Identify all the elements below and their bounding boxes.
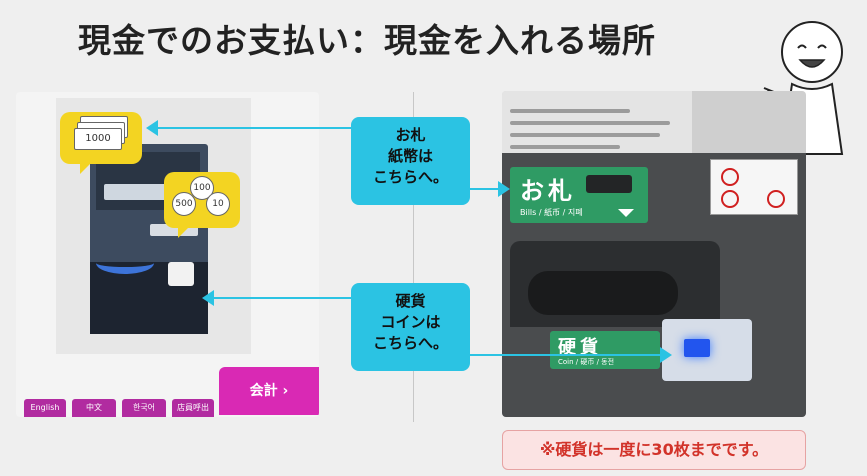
prohibited-icon xyxy=(721,168,739,186)
kiosk-coin-box xyxy=(168,262,194,286)
paper-line xyxy=(510,133,660,137)
arrow-left-icon xyxy=(202,290,214,306)
bills-callout: お札 紙幣は こちらへ。 xyxy=(351,117,470,205)
bills-label-text: お札 xyxy=(520,177,576,205)
kiosk-screen-panel: 1000 100 500 10 会計 › English 中文 한국어 店員呼出 xyxy=(16,92,319,417)
prohibited-icon xyxy=(767,190,785,208)
callout-line: 紙幣は xyxy=(387,147,433,165)
bill-tray-hood xyxy=(510,241,720,327)
center-divider xyxy=(413,92,414,422)
page-title: 現金でのお支払い：現金を入れる場所 xyxy=(78,21,656,60)
coin-icon: 10 xyxy=(206,192,230,216)
coin-label-subtext: Coin / 硬币 / 동전 xyxy=(558,358,615,366)
coin-limit-note: ※硬貨は一度に30枚までです。 xyxy=(502,430,806,470)
callout-line: 硬貨 xyxy=(395,292,426,310)
warning-sticker xyxy=(710,159,798,215)
pay-button[interactable]: 会計 › xyxy=(219,367,319,415)
coins-left-arrow-line xyxy=(212,297,351,299)
language-button-chinese[interactable]: 中文 xyxy=(72,399,116,417)
callout-line: こちらへ。 xyxy=(372,168,448,186)
coin-slot-label: 硬貨 Coin / 硬币 / 동전 xyxy=(550,331,660,369)
coins-bubble: 100 500 10 xyxy=(164,172,240,238)
language-button-english[interactable]: English xyxy=(24,399,66,417)
machine-photo: お札 Bills / 紙币 / 지폐 硬貨 Coin / 硬币 / 동전 xyxy=(502,91,806,417)
callout-line: こちらへ。 xyxy=(372,334,448,352)
paper-line xyxy=(510,109,630,113)
arrow-right-icon xyxy=(498,181,510,197)
kiosk-illustration xyxy=(90,144,208,334)
bills-right-arrow-line xyxy=(470,188,500,190)
kiosk-wave xyxy=(96,252,154,274)
bill-icon: 1000 xyxy=(74,128,122,150)
coin-slot[interactable] xyxy=(684,339,710,357)
bills-bubble: 1000 xyxy=(60,112,142,174)
language-bar: English 中文 한국어 店員呼出 xyxy=(16,395,319,417)
paper-line xyxy=(510,145,620,149)
language-button-korean[interactable]: 한국어 xyxy=(122,399,166,417)
bills-label-subtext: Bills / 紙币 / 지폐 xyxy=(520,208,583,217)
down-arrow-icon xyxy=(618,209,634,217)
callout-line: お札 xyxy=(395,126,426,144)
coin-insert-box xyxy=(662,319,752,381)
coin-label-text: 硬貨 xyxy=(558,337,602,358)
bill-tray-opening xyxy=(528,271,678,315)
coins-right-arrow-line xyxy=(470,354,662,356)
call-staff-button[interactable]: 店員呼出 xyxy=(172,399,214,417)
coins-callout: 硬貨 コインは こちらへ。 xyxy=(351,283,470,371)
bill-slot[interactable] xyxy=(586,175,632,193)
paper-line xyxy=(510,121,670,125)
coin-icon: 500 xyxy=(172,192,196,216)
arrow-left-icon xyxy=(146,120,158,136)
callout-line: コインは xyxy=(380,313,441,331)
arrow-right-icon xyxy=(660,347,672,363)
prohibited-icon xyxy=(721,190,739,208)
bills-left-arrow-line xyxy=(156,127,351,129)
